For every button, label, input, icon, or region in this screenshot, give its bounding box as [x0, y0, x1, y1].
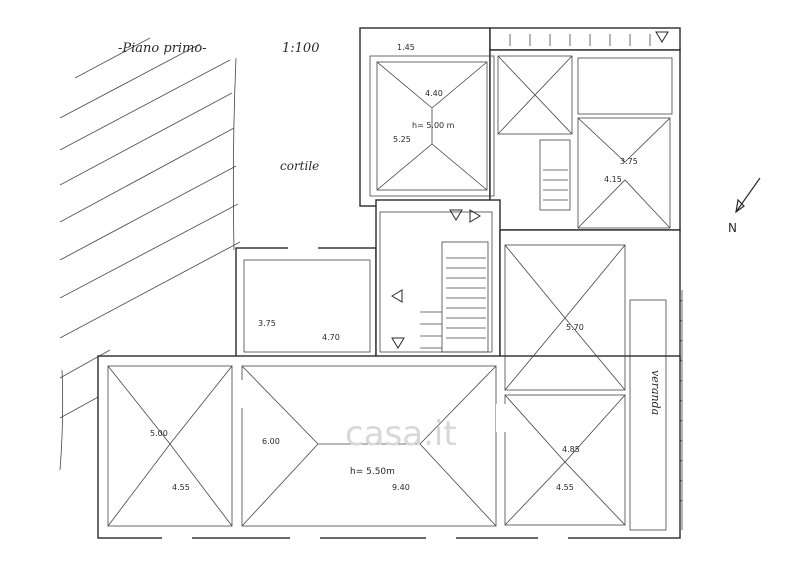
north-label: N	[728, 221, 737, 235]
dim-left-room-width: 4.55	[172, 483, 190, 492]
north-arrow-graphic	[735, 177, 761, 214]
dim-hall-width: 9.40	[392, 483, 410, 492]
dim-hall-depth: 6.00	[262, 437, 280, 446]
watermark: casa.it	[345, 414, 457, 454]
interior-walls	[107, 34, 673, 542]
access-arrows	[391, 31, 669, 349]
courtyard-hatching	[59, 37, 241, 471]
plan-title: -Piano primo-	[118, 41, 207, 56]
dim-east-room-lower-width: 4.55	[556, 483, 574, 492]
dim-upper-room-height: h= 5.00 m	[412, 121, 455, 130]
dim-mid-room-width: 4.70	[322, 333, 340, 342]
dim-upper-room-width: 4.40	[425, 89, 443, 98]
dim-east-room-upper: 5.70	[566, 323, 584, 332]
dim-upper-room-top: 1.45	[397, 43, 415, 52]
vault-markings	[107, 55, 671, 527]
dim-hall-height: h= 5.50m	[350, 467, 395, 477]
veranda-label: veranda	[649, 370, 662, 415]
dim-east-room-lower-depth: 4.85	[562, 445, 580, 454]
dim-mid-room-depth: 3.75	[258, 319, 276, 328]
exterior-walls	[97, 27, 681, 539]
dim-left-room-depth: 5.00	[150, 429, 168, 438]
dim-right-room-depth: 4.15	[604, 175, 622, 184]
dim-right-room-width: 3.75	[620, 157, 638, 166]
plan-scale: 1:100	[282, 41, 319, 56]
dim-upper-room-depth: 5.25	[393, 135, 411, 144]
courtyard-label: cortile	[280, 159, 319, 173]
